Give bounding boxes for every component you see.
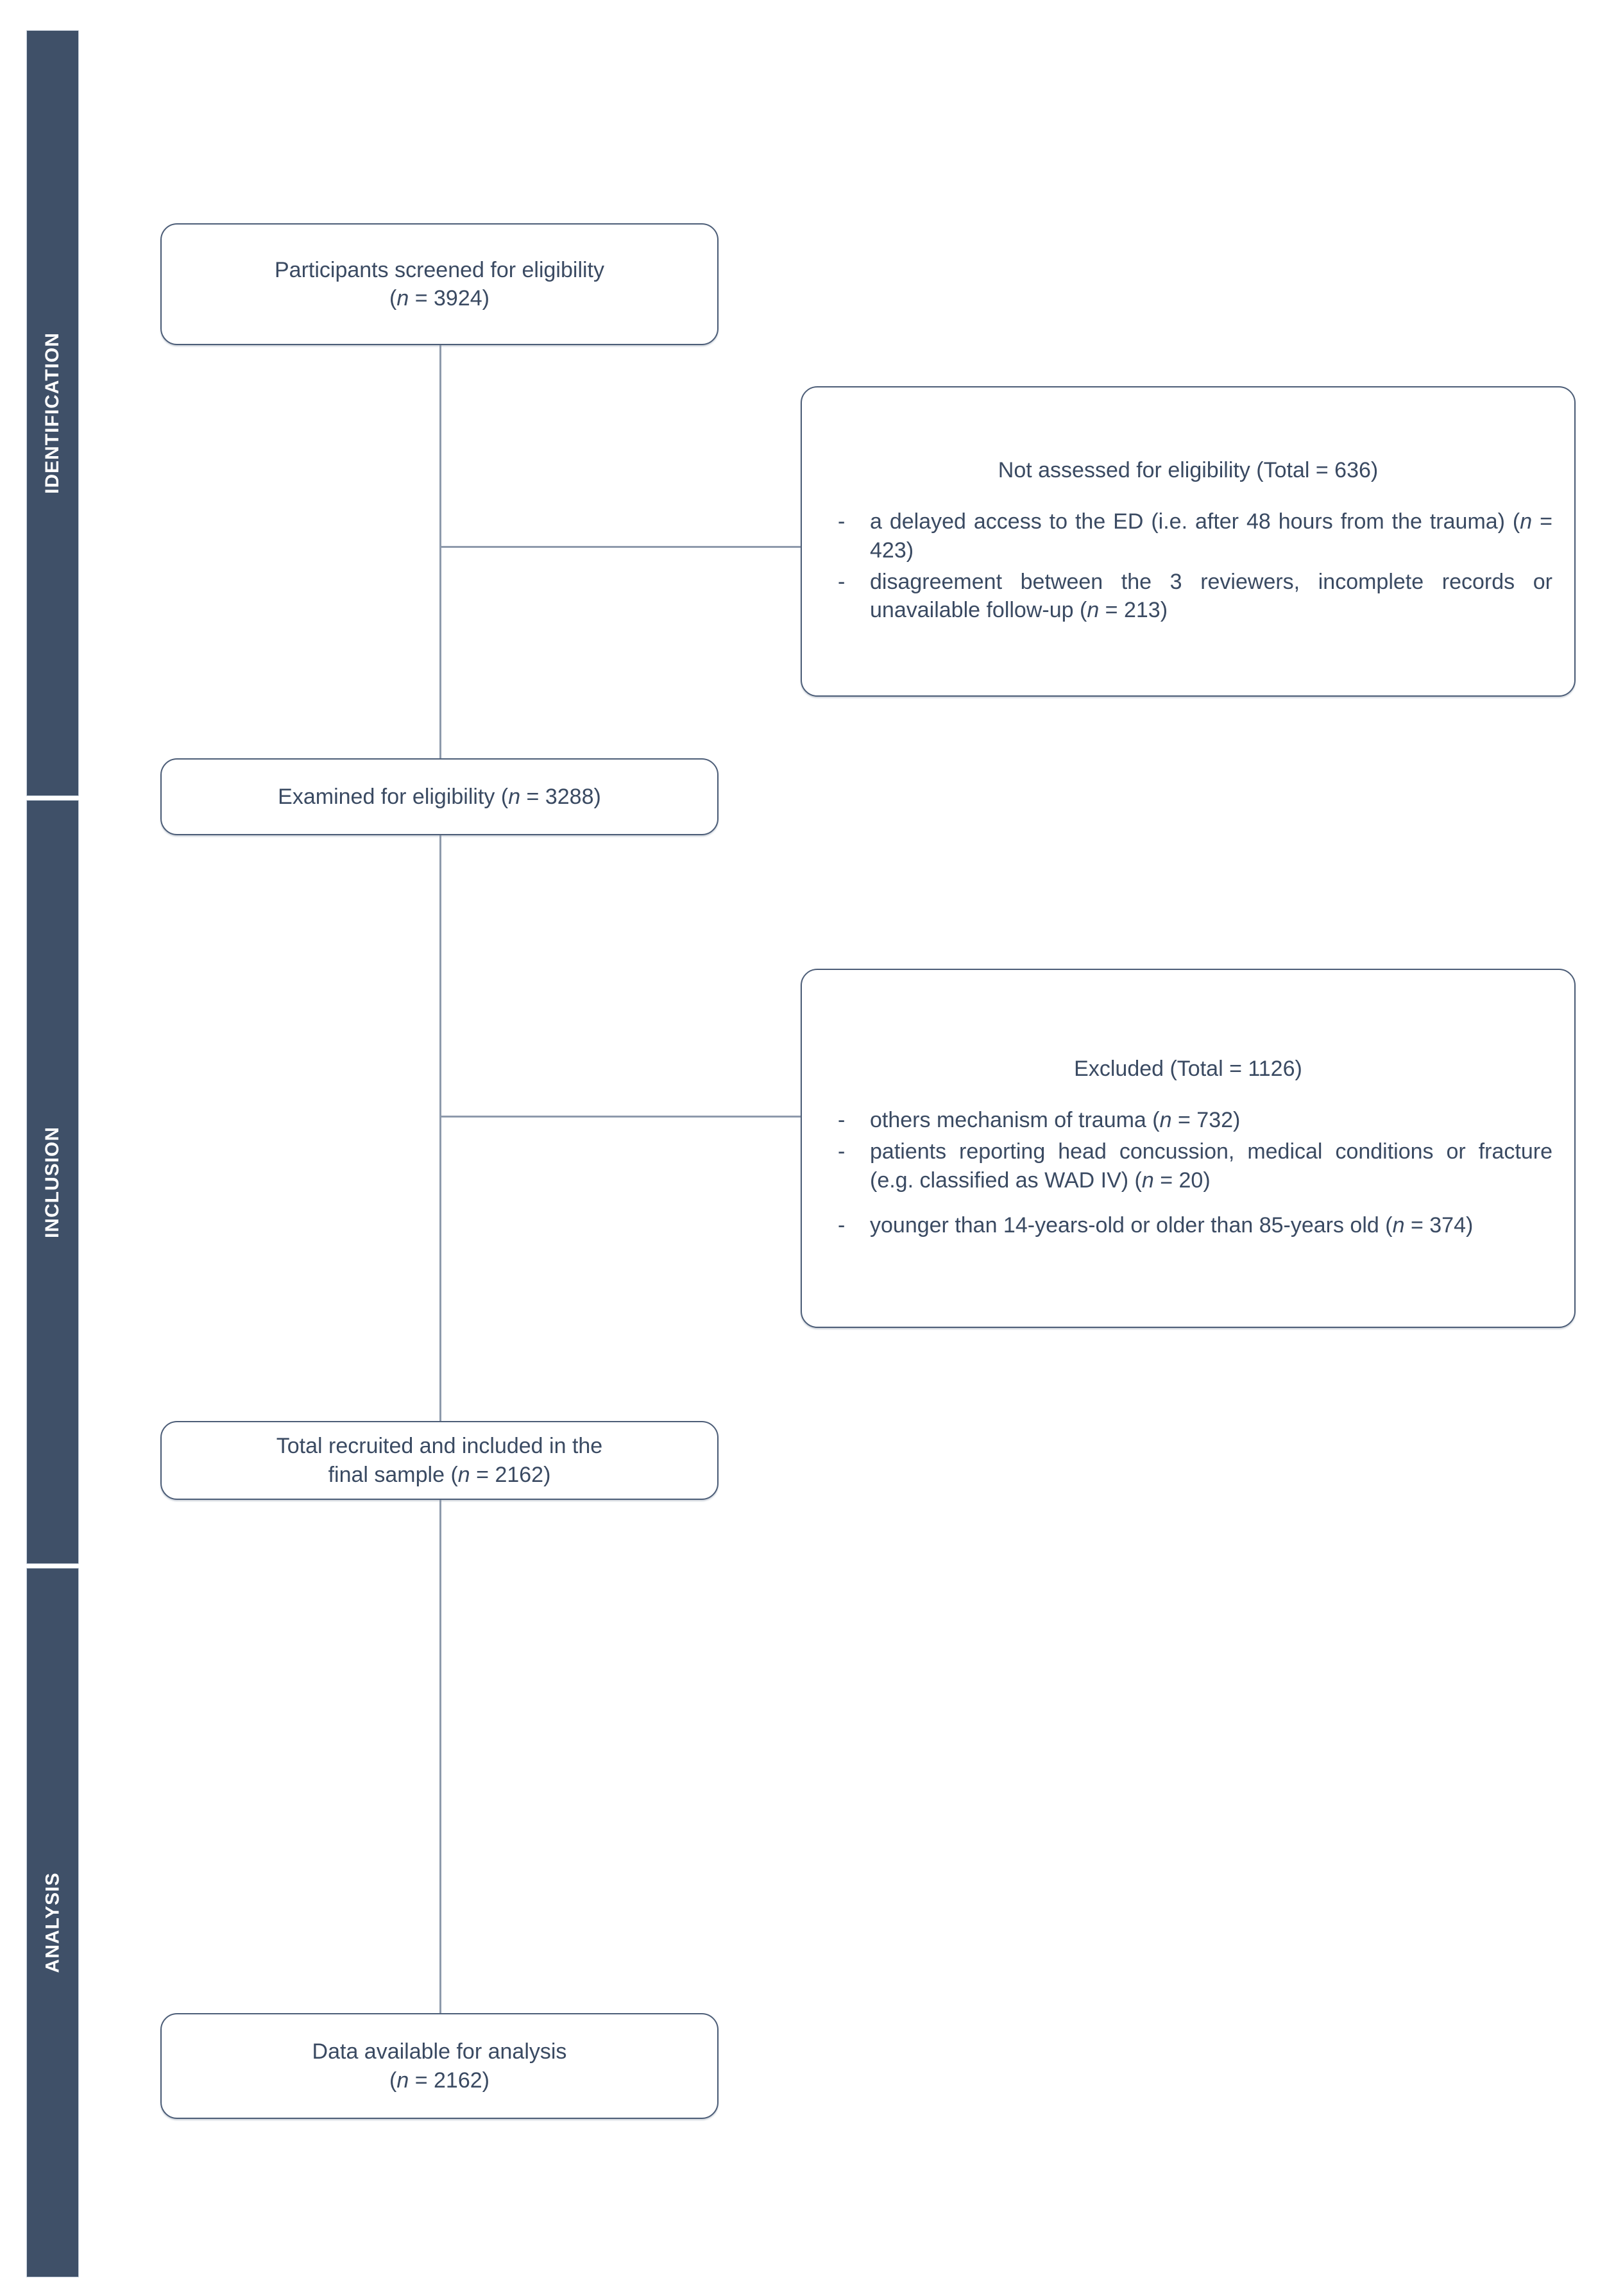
bullet-glyph: - <box>838 569 846 594</box>
list-item: - younger than 14-years-old or older tha… <box>824 1211 1552 1240</box>
phase-label-identification: IDENTIFICATION <box>42 332 64 494</box>
box-participants-screened: Participants screened for eligibility (n… <box>160 223 718 345</box>
box-total-recruited: Total recruited and included in the fina… <box>160 1421 718 1500</box>
box-screened-line1: Participants screened for eligibility <box>274 257 605 282</box>
phase-label-inclusion: INCLUSION <box>42 1126 63 1238</box>
phase-band-inclusion: INCLUSION <box>27 801 78 1563</box>
box-examined-for-eligibility: Examined for eligibility (n = 3288) <box>160 758 718 835</box>
connector-spine-3 <box>439 1500 441 2013</box>
box-recruited-line2: final sample (n = 2162) <box>328 1462 551 1487</box>
connector-spine-1 <box>439 344 441 758</box>
box-analysis-line1: Data available for analysis <box>312 2039 567 2064</box>
list-item: - patients reporting head concussion, me… <box>824 1137 1552 1195</box>
excluded-title: Excluded (Total = 1126) <box>1074 1056 1302 1081</box>
phase-rail: IDENTIFICATION INCLUSION ANALYSIS <box>27 31 78 2277</box>
list-item-text: disagreement between the 3 reviewers, in… <box>870 569 1552 623</box>
list-item-text: patients reporting head concussion, medi… <box>870 1139 1552 1193</box>
box-screened-line2: (n = 3924) <box>389 286 489 310</box>
connector-branch-not-assessed <box>439 546 802 548</box>
not-assessed-title: Not assessed for eligibility (Total = 63… <box>998 457 1379 482</box>
connector-spine-2 <box>439 835 441 1421</box>
bullet-glyph: - <box>838 1213 846 1238</box>
box-analysis-line2: (n = 2162) <box>389 2068 489 2093</box>
list-item-text: a delayed access to the ED (i.e. after 4… <box>870 509 1552 563</box>
box-excluded: Excluded (Total = 1126) - others mechani… <box>801 969 1576 1328</box>
phase-band-analysis: ANALYSIS <box>27 1569 78 2277</box>
list-item-text: younger than 14-years-old or older than … <box>870 1213 1474 1238</box>
connector-branch-excluded <box>439 1116 802 1118</box>
phase-label-analysis: ANALYSIS <box>42 1872 63 1973</box>
box-not-assessed-for-eligibility: Not assessed for eligibility (Total = 63… <box>801 386 1576 697</box>
box-examined-line1: Examined for eligibility (n = 3288) <box>278 784 601 809</box>
bullet-glyph: - <box>838 509 846 534</box>
list-item: - disagreement between the 3 reviewers, … <box>824 568 1552 625</box>
not-assessed-reason-list: - a delayed access to the ED (i.e. after… <box>824 507 1552 625</box>
bullet-glyph: - <box>838 1139 846 1164</box>
list-item: - a delayed access to the ED (i.e. after… <box>824 507 1552 565</box>
box-recruited-line1: Total recruited and included in the <box>276 1434 603 1459</box>
phase-band-identification: IDENTIFICATION <box>27 31 78 795</box>
list-item: - others mechanism of trauma (n = 732) <box>824 1106 1552 1135</box>
bullet-glyph: - <box>838 1107 846 1132</box>
list-item-text: others mechanism of trauma (n = 732) <box>870 1107 1241 1132</box>
excluded-reason-list: - others mechanism of trauma (n = 732) -… <box>824 1106 1552 1241</box>
box-data-available-for-analysis: Data available for analysis (n = 2162) <box>160 2013 718 2119</box>
